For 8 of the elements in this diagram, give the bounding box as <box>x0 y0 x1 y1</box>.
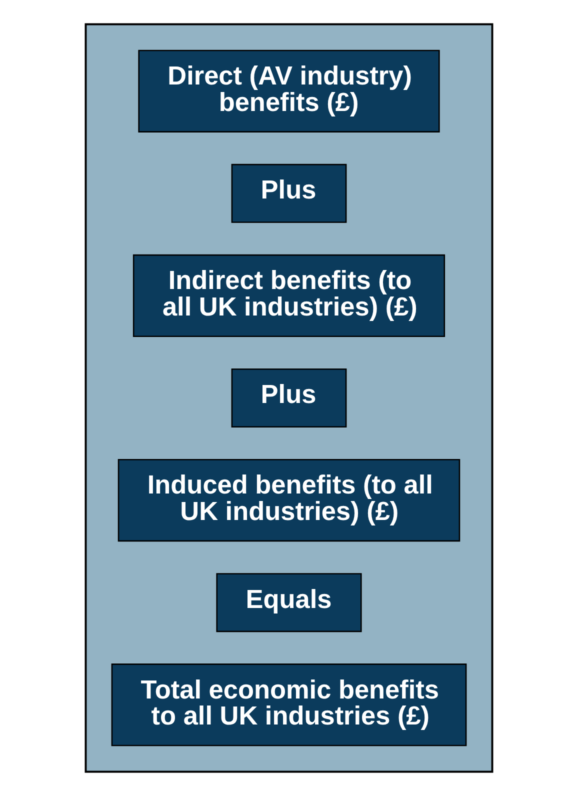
node-box: Induced benefits (to all UK industries) (£) <box>117 458 460 542</box>
node-box: Equals <box>216 573 362 632</box>
node-box: Plus <box>230 368 346 428</box>
cluster <box>84 23 493 773</box>
node-box: Plus <box>230 164 346 223</box>
node-box: Indirect benefits (to all UK industries) (£) <box>132 254 445 338</box>
node-box: Total economic benefits to all UK industries (£) <box>110 664 466 746</box>
node-box: Direct (AV industry) benefits (£) <box>138 50 440 132</box>
